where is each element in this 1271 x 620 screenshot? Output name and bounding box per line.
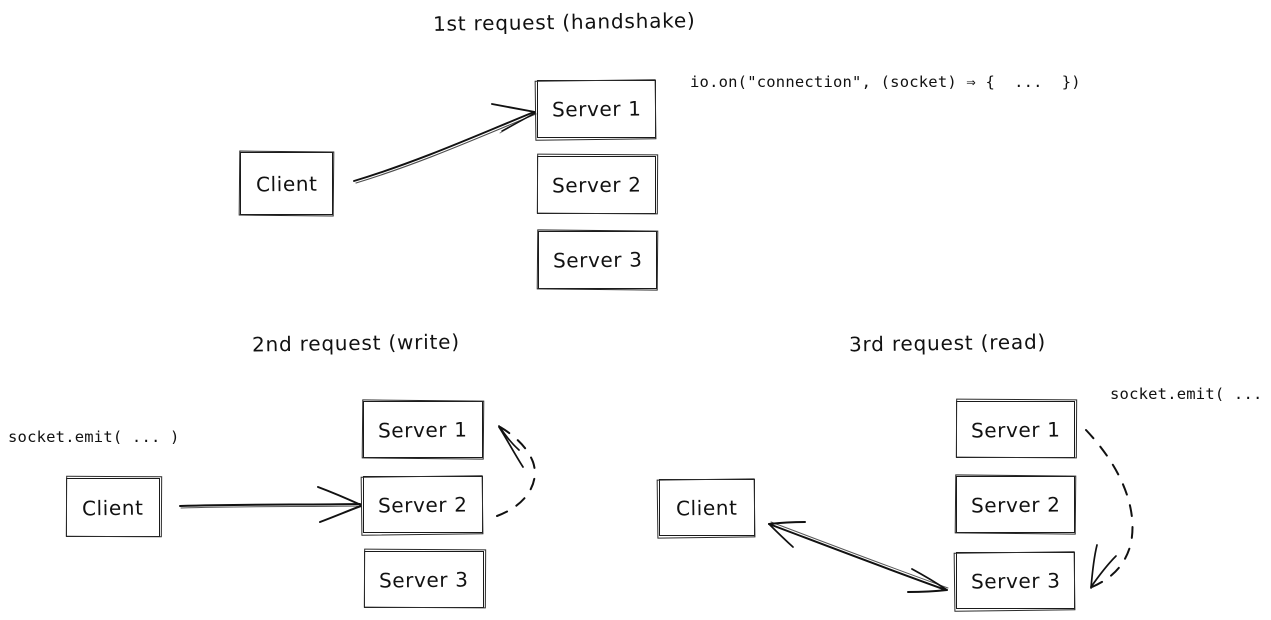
section-title-read: 3rd request (read)	[848, 329, 1047, 357]
node-client-read[interactable]: Client	[659, 479, 755, 536]
node-server-2-write[interactable]: Server 2	[363, 476, 483, 533]
node-server-1-handshake[interactable]: Server 1	[537, 80, 656, 138]
node-label: Server 2	[551, 172, 642, 198]
arrow-relay-server2-to-server1	[496, 425, 536, 517]
node-label: Client	[255, 171, 318, 196]
node-client-write[interactable]: Client	[66, 478, 160, 537]
node-label: Server 3	[552, 247, 643, 273]
node-server-3-handshake[interactable]: Server 3	[538, 231, 657, 289]
node-label: Server 3	[379, 567, 469, 592]
arrow-client-to-server1-handshake	[353, 103, 537, 184]
node-label: Client	[82, 495, 144, 520]
section-title-handshake: 1st request (handshake)	[432, 8, 696, 36]
node-server-2-handshake[interactable]: Server 2	[537, 156, 656, 214]
code-annotation-io-on-connection: io.on("connection", (socket) ⇒ { ... })	[690, 73, 1081, 91]
node-server-3-read[interactable]: Server 3	[956, 552, 1075, 609]
node-server-1-read[interactable]: Server 1	[956, 401, 1075, 458]
arrow-client-to-server2-write	[179, 486, 362, 523]
node-label: Server 3	[970, 568, 1061, 593]
arrow-relay-server1-to-server3	[1085, 429, 1134, 589]
node-label: Server 1	[970, 417, 1061, 442]
node-server-3-write[interactable]: Server 3	[364, 551, 484, 608]
node-server-2-read[interactable]: Server 2	[956, 476, 1075, 533]
node-label: Server 2	[970, 492, 1061, 517]
arrow-client-server3-read	[768, 521, 949, 593]
code-annotation-socket-emit-write: socket.emit( ... )	[8, 428, 180, 446]
node-label: Client	[676, 495, 738, 520]
node-label: Server 1	[551, 96, 642, 122]
section-title-write: 2nd request (write)	[251, 329, 461, 357]
node-server-1-write[interactable]: Server 1	[363, 401, 483, 458]
node-client-handshake[interactable]: Client	[240, 152, 333, 215]
code-annotation-socket-emit-read: socket.emit( ... )	[1110, 385, 1271, 403]
node-label: Server 2	[378, 492, 468, 517]
node-label: Server 1	[378, 417, 468, 442]
